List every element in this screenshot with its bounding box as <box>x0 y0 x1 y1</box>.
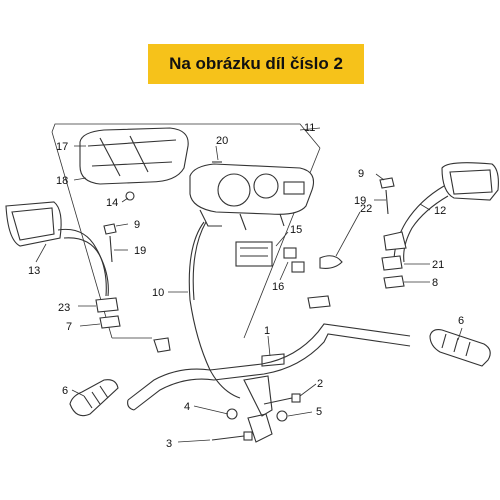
callout-21: 21 <box>432 259 444 271</box>
callout-labels: 1 2 3 4 5 6 6 7 8 9 9 10 11 12 13 14 15 … <box>28 122 464 450</box>
connector-block <box>235 241 305 273</box>
callout-19-right: 19 <box>354 195 366 207</box>
callout-17: 17 <box>56 141 68 153</box>
callout-22: 22 <box>360 203 372 215</box>
callout-5: 5 <box>316 406 322 418</box>
bolts <box>211 393 301 443</box>
callout-2: 2 <box>317 378 323 390</box>
callout-12: 12 <box>434 205 446 217</box>
callout-6-right: 6 <box>458 315 464 327</box>
callout-11: 11 <box>304 122 315 134</box>
callout-9-right: 9 <box>358 168 364 180</box>
instrument-cluster <box>189 163 315 231</box>
callout-19-left: 19 <box>134 245 146 257</box>
callout-13: 13 <box>28 265 40 277</box>
callout-7: 7 <box>66 321 72 333</box>
banner-text: Na obrázku díl číslo 2 <box>169 54 343 73</box>
left-grip <box>69 379 119 417</box>
callout-8: 8 <box>432 277 438 289</box>
right-grip <box>429 329 491 367</box>
handlebar <box>127 295 411 417</box>
nut-14 <box>125 191 135 201</box>
left-stem <box>95 223 121 329</box>
callout-18: 18 <box>56 175 68 187</box>
callout-1: 1 <box>264 325 270 337</box>
callout-3: 3 <box>166 438 172 450</box>
callout-14: 14 <box>106 197 118 209</box>
callout-16: 16 <box>272 281 284 293</box>
callout-20: 20 <box>216 135 228 147</box>
callout-15: 15 <box>290 224 302 236</box>
left-mirror <box>5 201 109 297</box>
callout-10: 10 <box>152 287 164 299</box>
right-stem <box>319 177 405 289</box>
highlight-banner: Na obrázku díl číslo 2 <box>148 44 364 84</box>
callout-4: 4 <box>184 401 190 413</box>
callout-23: 23 <box>58 302 70 314</box>
callout-9-left: 9 <box>134 219 140 231</box>
right-mirror <box>383 162 499 263</box>
leader-lines <box>35 145 463 443</box>
callout-6-left: 6 <box>62 385 68 397</box>
speedometer-cable <box>188 221 241 399</box>
speedometer-cover <box>79 127 189 185</box>
